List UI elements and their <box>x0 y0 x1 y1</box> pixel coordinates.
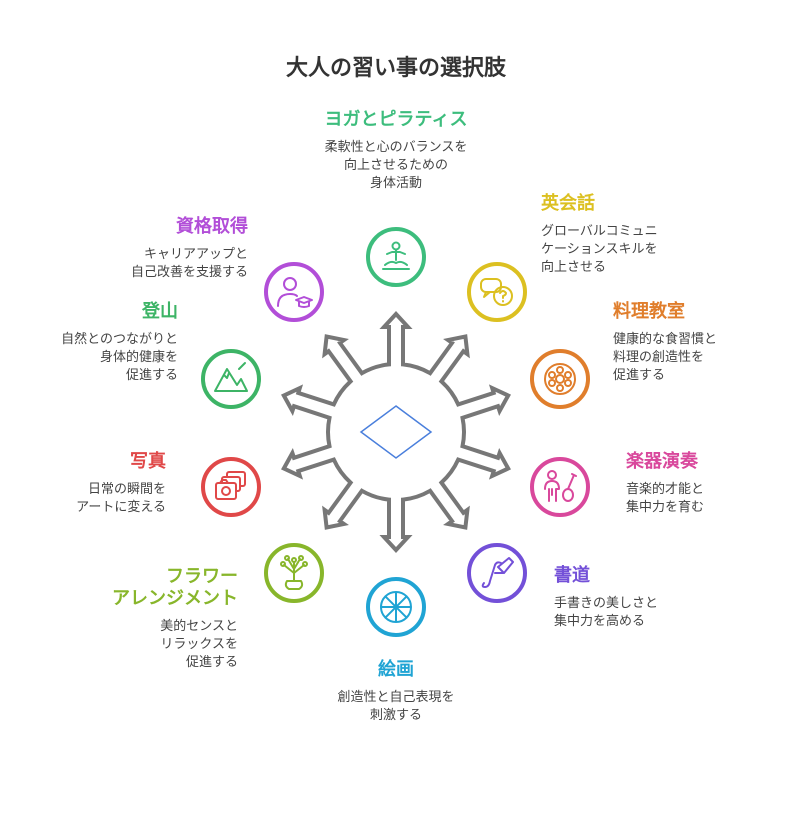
item-desc: 音楽的才能と 集中力を育む <box>626 482 705 515</box>
item-desc: 手書きの美しさと 集中力を高める <box>554 596 659 629</box>
item-title: ヨガとピラティス <box>324 109 468 130</box>
item-desc: 美的センスと リラックスを 促進する <box>160 619 238 670</box>
item-desc: 創造性と自己表現を 刺激する <box>337 690 455 723</box>
item-desc: 日常の瞬間を アートに変える <box>76 482 166 515</box>
plate-food-icon <box>530 349 590 409</box>
item-title: 写真 <box>130 451 166 472</box>
item-title: 英会話 <box>541 193 595 214</box>
page-title: 大人の習い事の選択肢 <box>285 56 506 81</box>
item-title: 登山 <box>142 301 178 322</box>
mountain-icon <box>201 349 261 409</box>
item-certification: 資格取得 キャリアアップと 自己改善を支援する <box>40 216 248 282</box>
graduate-person-icon <box>264 262 324 322</box>
item-title: 料理教室 <box>613 301 685 322</box>
center-diamond <box>359 405 433 459</box>
item-photo: 写真 日常の瞬間を アートに変える <box>10 451 166 517</box>
item-music: 楽器演奏 音楽的才能と 集中力を育む <box>626 451 786 517</box>
item-desc: 健康的な食習慣と 料理の創造性を 促進する <box>613 332 718 383</box>
item-title: 絵画 <box>378 659 414 680</box>
item-desc: キャリアアップと 自己改善を支援する <box>130 247 248 280</box>
item-title: 書道 <box>554 565 590 586</box>
person-guitar-icon <box>530 457 590 517</box>
item-cooking: 料理教室 健康的な食習慣と 料理の創造性を 促進する <box>613 301 788 385</box>
item-title: 楽器演奏 <box>626 451 698 472</box>
speech-bubbles-icon <box>467 262 527 322</box>
item-yoga: ヨガとピラティス 柔軟性と心のバランスを 向上させるための 身体活動 <box>286 109 506 193</box>
item-desc: 柔軟性と心のバランスを 向上させるための 身体活動 <box>324 140 468 191</box>
meditation-person-icon <box>366 227 426 287</box>
item-calligraphy: 書道 手書きの美しさと 集中力を高める <box>554 565 754 631</box>
flower-vase-icon <box>264 543 324 603</box>
color-wheel-icon <box>366 577 426 637</box>
brush-stroke-icon <box>467 543 527 603</box>
item-painting: 絵画 創造性と自己表現を 刺激する <box>286 659 506 725</box>
photo-stack-icon <box>201 457 261 517</box>
item-english: 英会話 グローバルコミュニ ケーションスキルを 向上させる <box>541 193 741 277</box>
item-title: フラワー アレンジメント <box>112 566 238 609</box>
item-desc: 自然とのつながりと 身体的健康を 促進する <box>61 332 178 383</box>
item-flower: フラワー アレンジメント 美的センスと リラックスを 促進する <box>20 566 238 672</box>
item-title: 資格取得 <box>176 216 248 237</box>
item-desc: グローバルコミュニ ケーションスキルを 向上させる <box>541 224 658 275</box>
hub-arrows <box>281 311 511 553</box>
item-mountain: 登山 自然とのつながりと 身体的健康を 促進する <box>8 301 178 385</box>
